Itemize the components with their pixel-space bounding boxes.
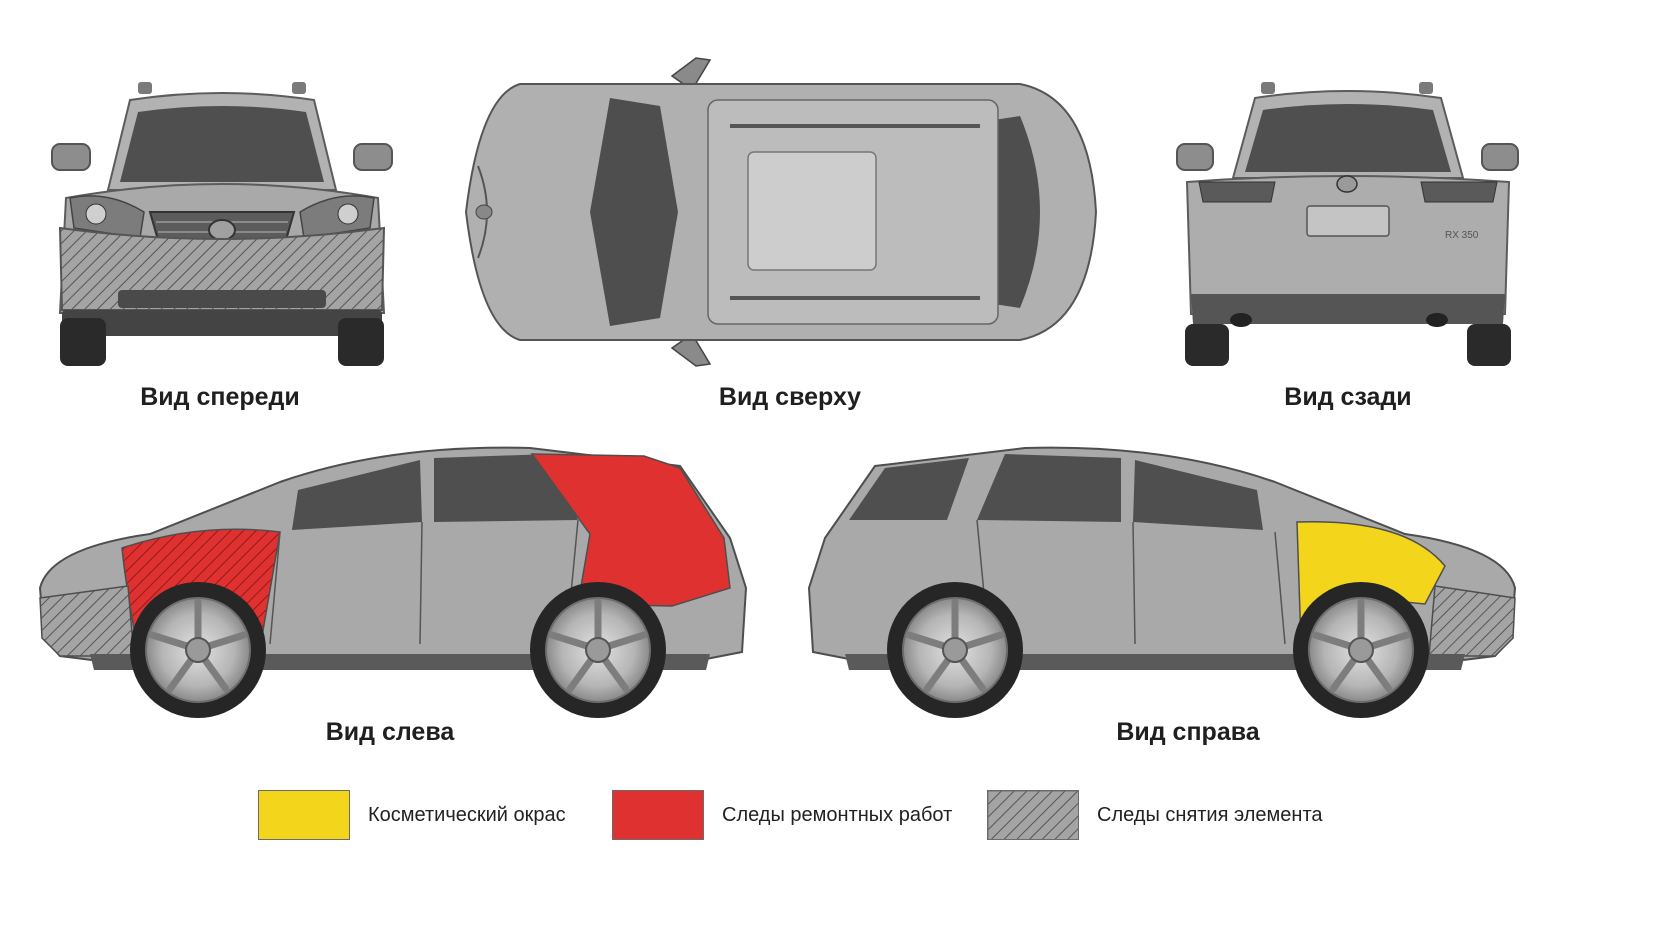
left-car-drawing — [38, 446, 748, 718]
front-car-drawing — [51, 82, 393, 366]
legend-label-repair: Следы ремонтных работ — [722, 803, 953, 826]
right-view — [805, 438, 1530, 718]
top-car-drawing — [464, 57, 1098, 367]
top-view — [460, 56, 1105, 371]
right-car-drawing — [807, 446, 1517, 718]
rear-badge: RX 350 — [1445, 230, 1479, 241]
legend-repair-traces: Следы ремонтных работ — [612, 790, 952, 840]
legend-removal-traces: Следы снятия элемента — [987, 790, 1323, 840]
front-view — [48, 78, 396, 368]
legend-label-cosmetic: Косметический окрас — [368, 803, 566, 826]
rear-view-label: Вид сзади — [1284, 383, 1412, 411]
rear-view: RX 350 — [1175, 78, 1520, 368]
legend-swatch-repair — [612, 790, 704, 840]
rear-car-drawing: RX 350 — [1176, 82, 1519, 366]
left-view — [30, 438, 750, 718]
legend-swatch-removal — [987, 790, 1079, 840]
legend-cosmetic-paint: Косметический окрас — [258, 790, 566, 840]
right-view-label: Вид справа — [1116, 718, 1260, 746]
left-view-label: Вид слева — [325, 718, 455, 746]
legend-label-removal: Следы снятия элемента — [1097, 803, 1323, 826]
top-view-label: Вид сверху — [718, 383, 862, 411]
legend-swatch-cosmetic — [258, 790, 350, 840]
front-view-label: Вид спереди — [140, 383, 300, 411]
